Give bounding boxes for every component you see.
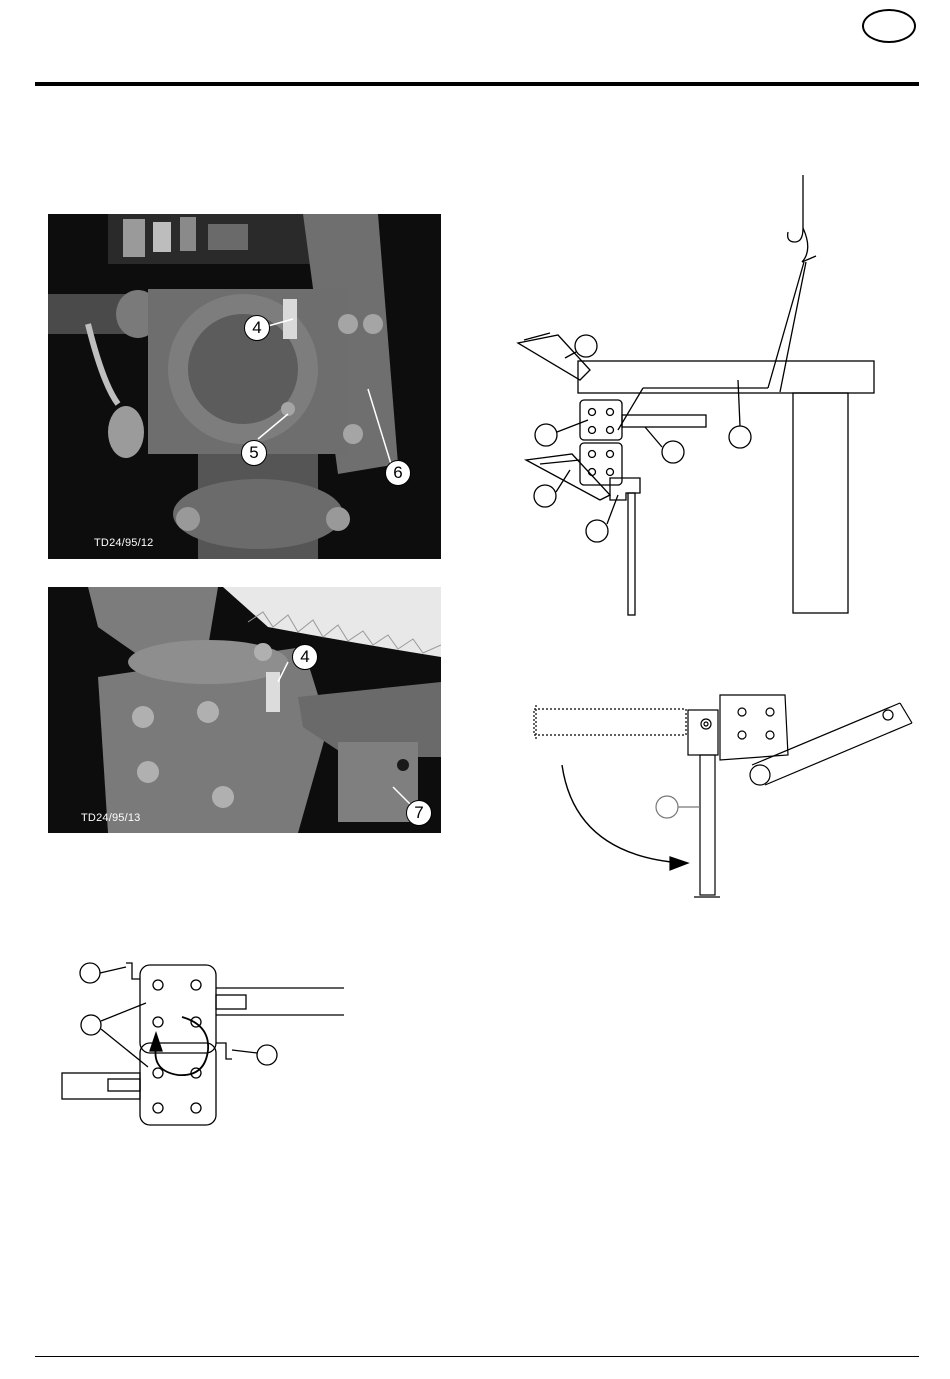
photo-gearbox-side: 4 7 TD24/95/13 xyxy=(48,587,441,833)
photo-gearbox-side-art xyxy=(48,587,441,833)
header-rule xyxy=(35,82,919,86)
photo-gearbox-top: 4 5 6 TD24/95/12 xyxy=(48,214,441,559)
language-badge xyxy=(862,9,916,43)
callout-4: 4 xyxy=(244,315,270,341)
footer-rule xyxy=(35,1356,919,1357)
callout-7: 7 xyxy=(406,800,432,826)
diagram-stand-swing xyxy=(520,685,920,905)
photo-code: TD24/95/12 xyxy=(94,537,153,549)
callout-5: 5 xyxy=(241,440,267,466)
callout-4: 4 xyxy=(292,644,318,670)
diagram-hoist-frame-art xyxy=(510,170,890,625)
diagram-hoist-frame xyxy=(510,170,890,625)
callout-6: 6 xyxy=(385,460,411,486)
diagram-plate-rotation xyxy=(60,955,360,1135)
photo-code: TD24/95/13 xyxy=(81,812,140,824)
diagram-plate-rotation-art xyxy=(60,955,360,1135)
photo-gearbox-top-art xyxy=(48,214,441,559)
diagram-stand-swing-art xyxy=(520,685,920,905)
